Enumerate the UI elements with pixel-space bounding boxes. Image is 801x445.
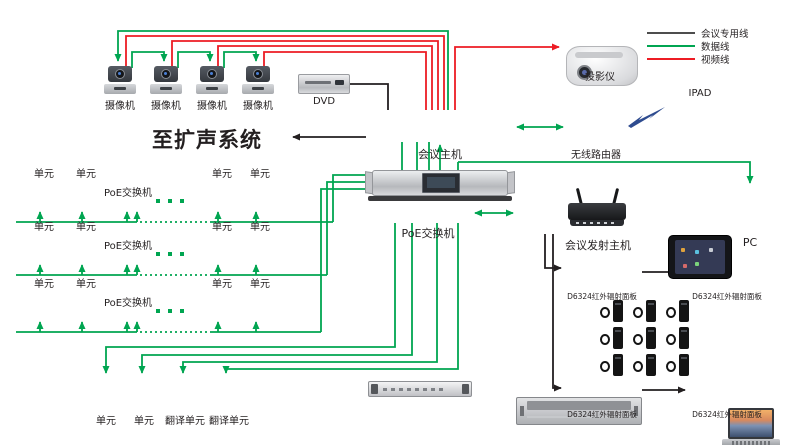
- ir-panel-label: D6324红外辐射面板: [567, 410, 637, 419]
- poe-switch-label: PoE交换机: [103, 188, 153, 199]
- unit-label: 单元: [76, 169, 96, 180]
- poe-switch-label: PoE交换机: [103, 241, 153, 252]
- ir-panel-label: D6324红外辐射面板: [567, 292, 637, 301]
- headphone-receiver: [633, 352, 661, 377]
- poe-switch-rack-label: PoE交换机: [401, 227, 455, 240]
- ipad-device: [668, 235, 732, 279]
- ir-panel-label: D6324红外辐射面板: [692, 292, 762, 301]
- conference-line-swatch: [647, 31, 695, 34]
- wireless-router-device: [568, 187, 626, 228]
- legend-label: 数据线: [701, 41, 730, 53]
- camera-label: 摄像机: [105, 101, 135, 112]
- wireless-signal-icon: [628, 107, 665, 128]
- to-pa-system-label: 至扩声系统: [152, 128, 262, 152]
- headphone-receiver: [600, 298, 628, 323]
- headphone-receiver: [666, 352, 694, 377]
- unit-label: 单元: [134, 416, 154, 427]
- unit-label: 单元: [76, 222, 96, 233]
- unit-label: 单元: [34, 222, 54, 233]
- continuation-dots: [156, 199, 184, 313]
- legend-label: 视频线: [701, 54, 730, 66]
- unit-label: 单元: [34, 169, 54, 180]
- unit-label: 单元: [212, 222, 232, 233]
- poe-switch-rack-device: [368, 381, 472, 397]
- legend-item-data-line: 数据线: [647, 41, 749, 53]
- translator-unit-label: 翻译单元: [165, 416, 205, 427]
- dvd-label: DVD: [312, 96, 336, 107]
- camera-device-1: [103, 66, 137, 96]
- unit-label: 单元: [34, 279, 54, 290]
- headphone-receiver: [633, 298, 661, 323]
- unit-label: 单元: [250, 169, 270, 180]
- translator-unit-label: 翻译单元: [209, 416, 249, 427]
- camera-device-4: [241, 66, 275, 96]
- projector-label: 投影仪: [585, 72, 615, 83]
- unit-label: 单元: [212, 169, 232, 180]
- headphone-receiver: [600, 325, 628, 350]
- unit-label: 单元: [96, 416, 116, 427]
- tx-host-device: [516, 397, 642, 425]
- legend-item-conference-line: 会议专用线: [647, 28, 749, 40]
- ipad-label: IPAD: [688, 88, 712, 99]
- conference-host-label: 会议主机: [418, 148, 462, 161]
- conference-host-device: [365, 170, 515, 202]
- unit-label: 单元: [212, 279, 232, 290]
- camera-label: 摄像机: [243, 101, 273, 112]
- legend: 会议专用线 数据线 视频线: [647, 28, 749, 66]
- poe-switch-label: PoE交换机: [103, 298, 153, 309]
- legend-item-video-line: 视频线: [647, 54, 749, 66]
- pc-device: [722, 408, 780, 445]
- data-line-swatch: [647, 44, 695, 47]
- video-line-swatch: [647, 57, 695, 60]
- headphone-receiver: [666, 325, 694, 350]
- camera-label: 摄像机: [197, 101, 227, 112]
- camera-label: 摄像机: [151, 101, 181, 112]
- legend-label: 会议专用线: [701, 28, 749, 40]
- headphone-receiver: [600, 352, 628, 377]
- headphone-receiver: [633, 325, 661, 350]
- camera-device-2: [149, 66, 183, 96]
- unit-label: 单元: [250, 279, 270, 290]
- wireless-router-label: 无线路由器: [571, 150, 621, 161]
- dvd-player-device: [298, 74, 350, 94]
- unit-label: 单元: [250, 222, 270, 233]
- pc-label: PC: [742, 236, 758, 249]
- ir-panel-label: D6324红外辐射面板: [692, 410, 762, 419]
- headphone-receiver: [666, 298, 694, 323]
- projector-device: [566, 46, 638, 86]
- unit-label: 单元: [76, 279, 96, 290]
- tx-host-label: 会议发射主机: [565, 239, 631, 252]
- camera-device-3: [195, 66, 229, 96]
